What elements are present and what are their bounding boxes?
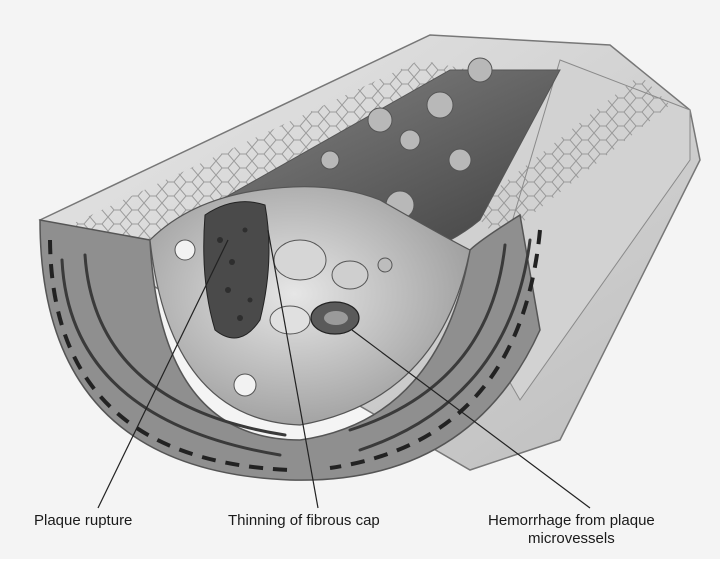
- label-hemorrhage-line2: microvessels: [488, 530, 655, 548]
- label-hemorrhage: Hemorrhage from plaque microvessels: [488, 512, 655, 548]
- label-hemorrhage-line1: Hemorrhage from plaque: [488, 512, 655, 530]
- label-plaque-rupture: Plaque rupture: [34, 512, 132, 530]
- hemorrhage-microvessel: [311, 302, 359, 334]
- label-thinning-fibrous-cap: Thinning of fibrous cap: [228, 512, 380, 530]
